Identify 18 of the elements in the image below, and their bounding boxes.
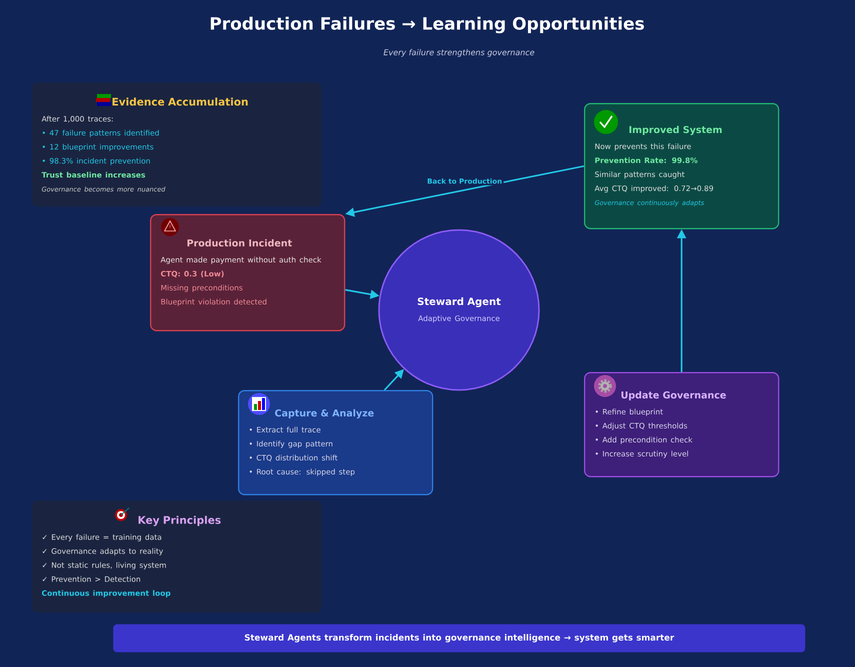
summary-banner bbox=[113, 624, 806, 652]
card-heading: Capture & Analyze bbox=[275, 409, 374, 418]
analysis-card bbox=[238, 390, 434, 496]
card-heading: Update Governance bbox=[621, 391, 726, 400]
title: Production Failures → Learning Opportunities bbox=[210, 16, 644, 34]
card-heading: Production Incident bbox=[187, 239, 292, 247]
card-heading: Key Principles bbox=[138, 516, 221, 526]
info-card bbox=[32, 500, 322, 613]
card-heading: Improved System bbox=[629, 126, 722, 136]
agent-circle bbox=[378, 229, 540, 391]
circle-title: Steward Agent bbox=[418, 297, 501, 308]
result-card bbox=[584, 103, 780, 230]
card-heading: Evidence Accumulation bbox=[112, 98, 248, 106]
banner-text: Steward Agents transform incidents into governance intelligence → system gets smarter bbox=[244, 634, 674, 642]
subtitle: Every failure strengthens governance bbox=[384, 49, 534, 57]
update-card bbox=[584, 372, 780, 478]
incident-card bbox=[150, 214, 346, 332]
info-card bbox=[32, 82, 322, 207]
